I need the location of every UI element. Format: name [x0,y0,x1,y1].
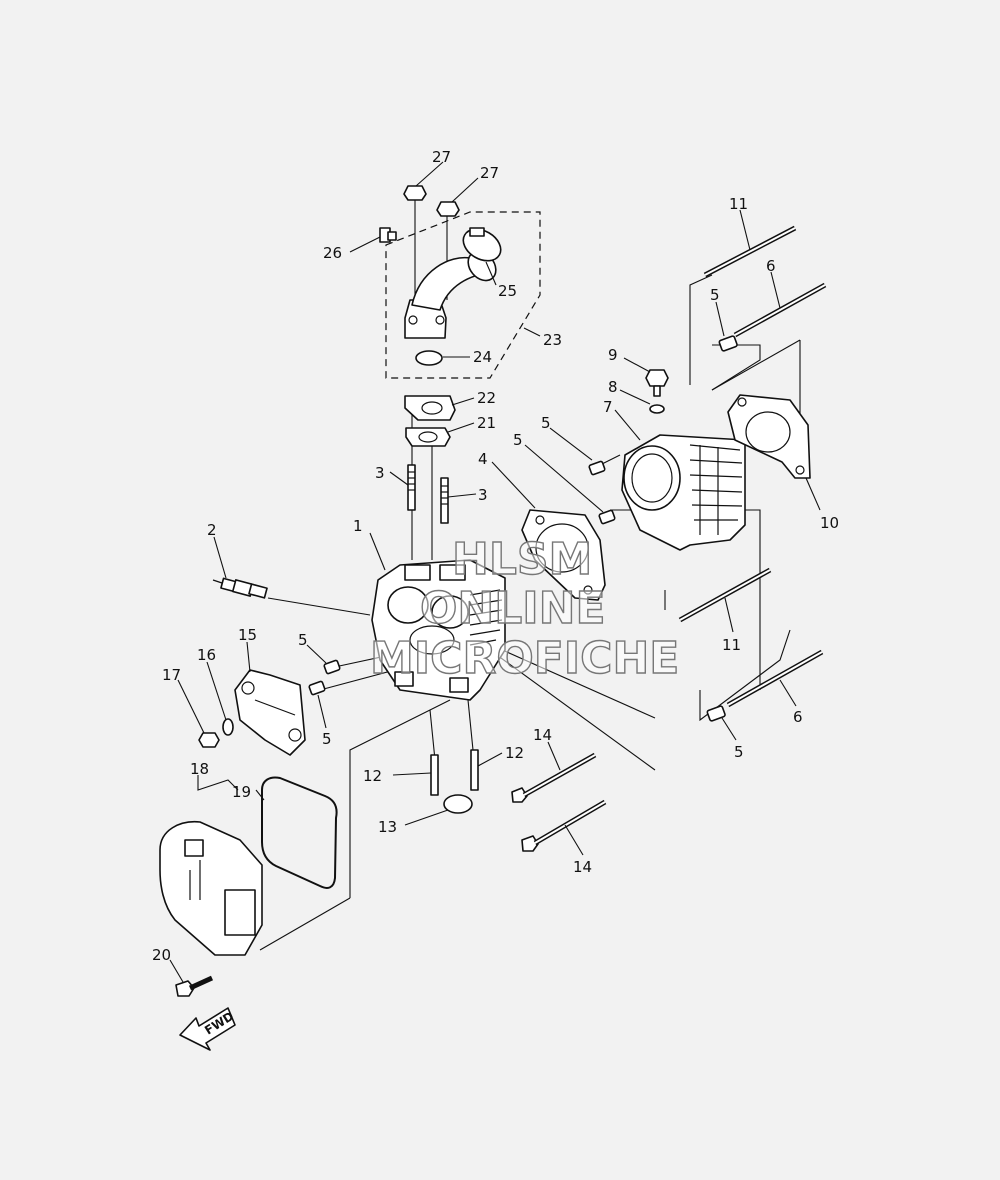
dowel-pin-6 [706,705,726,722]
callout-leaders [169,161,821,983]
callout-12-right: 12 [505,744,524,762]
watermark-line-1: HLSM [452,534,592,585]
callout-21: 21 [477,414,496,432]
callout-5-upper-right: 5 [710,286,720,304]
cylinder-head [371,559,506,701]
callout-13: 13 [378,818,397,836]
callout-14-upper: 14 [533,726,552,744]
short-stud-left [430,754,439,796]
stud-upper [733,282,827,338]
callout-10: 10 [820,514,839,532]
long-bolt-lower [521,799,607,852]
cylinder-head-cover [159,821,263,956]
long-stud-upper [703,225,797,278]
callout-8: 8 [608,378,618,396]
seal-ring [443,794,473,814]
watermark: HLSM ONLINE MICROFICHE [369,533,680,684]
intake-clamp [462,227,502,262]
cylinder-block [621,434,746,551]
callout-11-lower: 11 [722,636,741,654]
callout-16: 16 [197,646,216,664]
stud-lower [726,649,824,708]
callout-26: 26 [323,244,342,262]
spark-plug [212,577,268,599]
callout-19: 19 [232,783,251,801]
intake-screw [379,227,397,243]
callout-18: 18 [190,760,209,778]
dowel-pin-1 [588,460,606,476]
callout-6-lower: 6 [793,708,803,726]
dowel-pin-2 [598,509,616,525]
rocker-bracket [234,669,306,756]
callout-numbers: 27 27 26 25 23 24 22 21 3 3 4 1 2 5 5 7 … [152,148,839,964]
callout-15: 15 [238,626,257,644]
stud-bolt-right [440,477,449,524]
callout-23: 23 [543,331,562,349]
cylinder-gasket [727,394,811,479]
watermark-line-3: MICROFICHE [370,633,679,684]
head-gasket [521,509,606,601]
callout-6-upper: 6 [766,257,776,275]
callout-20: 20 [152,946,171,964]
dowel-pin-4 [308,680,326,696]
callout-1: 1 [353,517,363,535]
o-ring [415,350,443,366]
callout-5-head-bottom: 5 [322,730,332,748]
watermark-line-2: ONLINE [420,583,606,634]
callout-5-cyl-top: 5 [541,414,551,432]
callout-24: 24 [473,348,492,366]
callout-5-cyl-bottom: 5 [513,431,523,449]
callout-5-lower-right: 5 [734,743,744,761]
long-stud-lower [678,567,772,623]
dowel-pin-5 [718,335,738,352]
callout-5-head-top: 5 [298,631,308,649]
hex-nut [198,732,220,748]
dowel-pin-3 [323,659,341,675]
callout-27-right: 27 [480,164,499,182]
callout-12-left: 12 [363,767,382,785]
intake-gasket [405,427,451,447]
callout-4: 4 [478,450,488,468]
callout-9: 9 [608,346,618,364]
intake-nut-right [436,201,460,217]
short-stud-right [470,749,479,791]
callout-25: 25 [498,282,517,300]
callout-3-right: 3 [478,486,488,504]
callout-14-lower: 14 [573,858,592,876]
long-bolt-upper [511,752,597,803]
intake-nut-left [403,185,427,201]
callout-22: 22 [477,389,496,407]
forward-direction-arrow: FWD [179,1007,236,1051]
washer [649,404,665,414]
insulator [404,395,456,421]
callout-7: 7 [603,398,613,416]
plain-washer [222,718,234,736]
reference-lines [259,200,801,951]
callout-3-left: 3 [375,464,385,482]
intake-group-outline [385,211,541,379]
callout-2: 2 [207,521,217,539]
cover-gasket [261,776,338,889]
callout-17: 17 [162,666,181,684]
callout-27-left: 27 [432,148,451,166]
stud-bolt-left [407,464,416,511]
callout-11-upper: 11 [729,195,748,213]
cover-bolt [175,975,214,997]
flange-bolt-small [645,369,669,397]
